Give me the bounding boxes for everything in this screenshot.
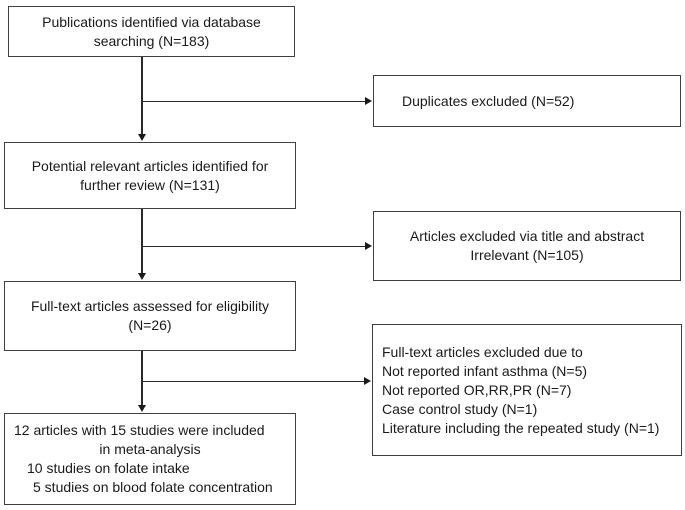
included-line-4: 5 studies on blood folate concentration: [33, 479, 273, 495]
included-line-1: 12 articles with 15 studies were include…: [14, 422, 265, 438]
arrowhead-down-icon: [137, 405, 146, 412]
arrowhead-down-icon: [137, 273, 146, 280]
fulltext-excluded-line-4: Case control study (N=1): [382, 400, 538, 417]
eligibility-box: Full-text articles assessed for eligibil…: [4, 281, 296, 351]
fulltext-excluded-line-1: Full-text articles excluded due to: [382, 343, 583, 360]
fulltext-excluded-line-2: Not reported infant asthma (N=5): [382, 362, 588, 379]
connector-to-duplicates-excluded: [141, 100, 366, 102]
eligibility-line-2: (N=26): [128, 317, 172, 333]
screening-line-1: Potential relevant articles identified f…: [31, 157, 269, 174]
duplicates-excluded-box: Duplicates excluded (N=52): [373, 75, 681, 127]
included-line-2: in meta-analysis: [99, 441, 201, 457]
arrowhead-right-icon: [364, 376, 371, 385]
title-abstract-excluded-line-2: Irrelevant (N=105): [470, 247, 584, 263]
identification-line-1: Publications identified via database: [42, 13, 261, 30]
connector-identification-to-screening: [141, 57, 143, 136]
duplicates-excluded-line-1: Duplicates excluded (N=52): [402, 92, 575, 109]
title-abstract-excluded-box: Articles excluded via title and abstract…: [373, 211, 681, 281]
eligibility-line-1: Full-text articles assessed for eligibil…: [30, 298, 270, 314]
included-line-3: 10 studies on folate intake: [27, 460, 190, 476]
arrowhead-down-icon: [137, 134, 146, 141]
screening-line-2: further review (N=131): [80, 176, 220, 193]
included-box: 12 articles with 15 studies were include…: [4, 413, 296, 505]
arrowhead-right-icon: [365, 96, 372, 105]
connector-screening-to-eligibility: [141, 209, 143, 275]
connector-to-title-abstract-excluded: [141, 245, 366, 247]
arrowhead-right-icon: [365, 241, 372, 250]
screening-box: Potential relevant articles identified f…: [4, 142, 296, 209]
connector-eligibility-to-included: [141, 351, 143, 407]
identification-box: Publications identified via database sea…: [8, 6, 295, 57]
fulltext-excluded-line-3: Not reported OR,RR,PR (N=7): [382, 381, 572, 398]
identification-line-2: searching (N=183): [93, 32, 210, 49]
title-abstract-excluded-line-1: Articles excluded via title and abstract: [409, 228, 645, 244]
connector-to-fulltext-excluded: [141, 380, 365, 382]
fulltext-excluded-line-5: Literature including the repeated study …: [382, 419, 660, 436]
fulltext-excluded-box: Full-text articles excluded due to Not r…: [372, 324, 682, 456]
